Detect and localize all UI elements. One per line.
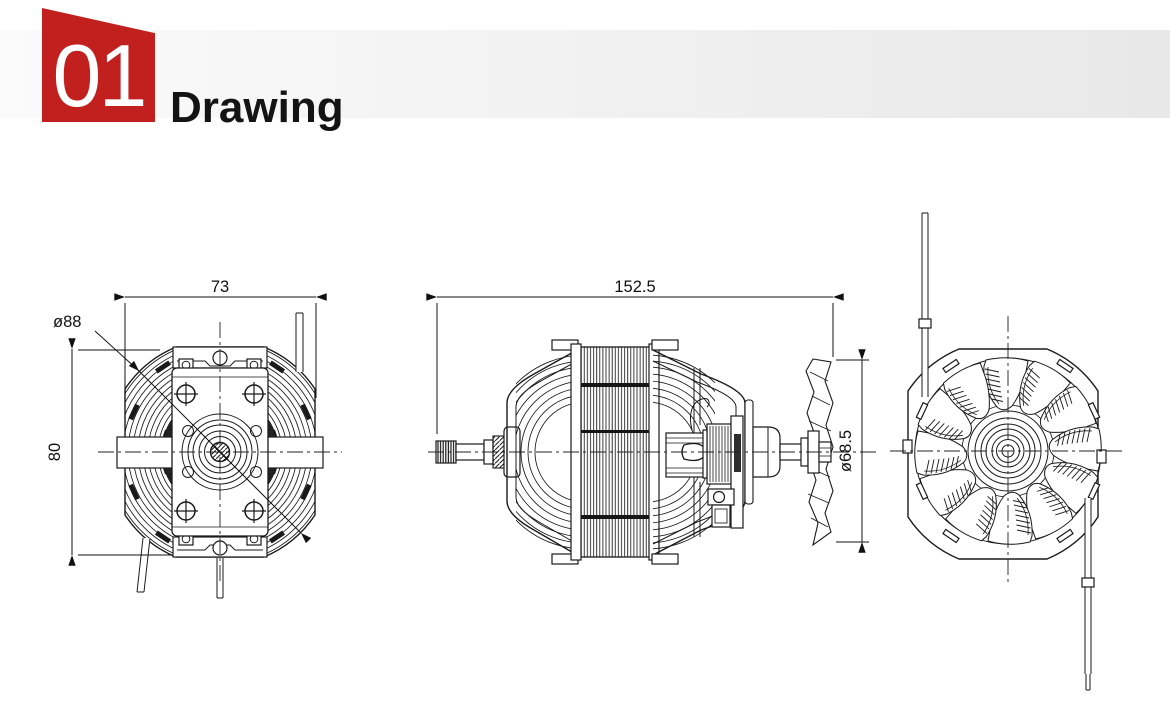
rear-view [890, 212, 1122, 691]
section-number: 01 [52, 26, 148, 125]
rear-lead-wires [918, 212, 1095, 691]
right-stator-tab [266, 436, 324, 469]
dimensions: 73 80 ø88 152.5 ø68.5 [46, 278, 869, 566]
left-stator-tab [116, 436, 174, 469]
section-number-badge: 01 [42, 8, 155, 122]
side-view [428, 339, 880, 565]
dim-front-width-label: 73 [211, 278, 229, 296]
dim-front-height-label: 80 [46, 443, 64, 461]
dim-side-length-label: 152.5 [614, 278, 655, 296]
rear-slot-marks [915, 358, 1101, 544]
header-bar: Drawing [0, 30, 1170, 132]
dim-front-diameter-label: ø88 [53, 313, 81, 331]
centrifugal-switch [665, 368, 744, 537]
section-title: Drawing [170, 83, 344, 132]
dim-fan-diameter-label: ø68.5 [837, 430, 855, 472]
